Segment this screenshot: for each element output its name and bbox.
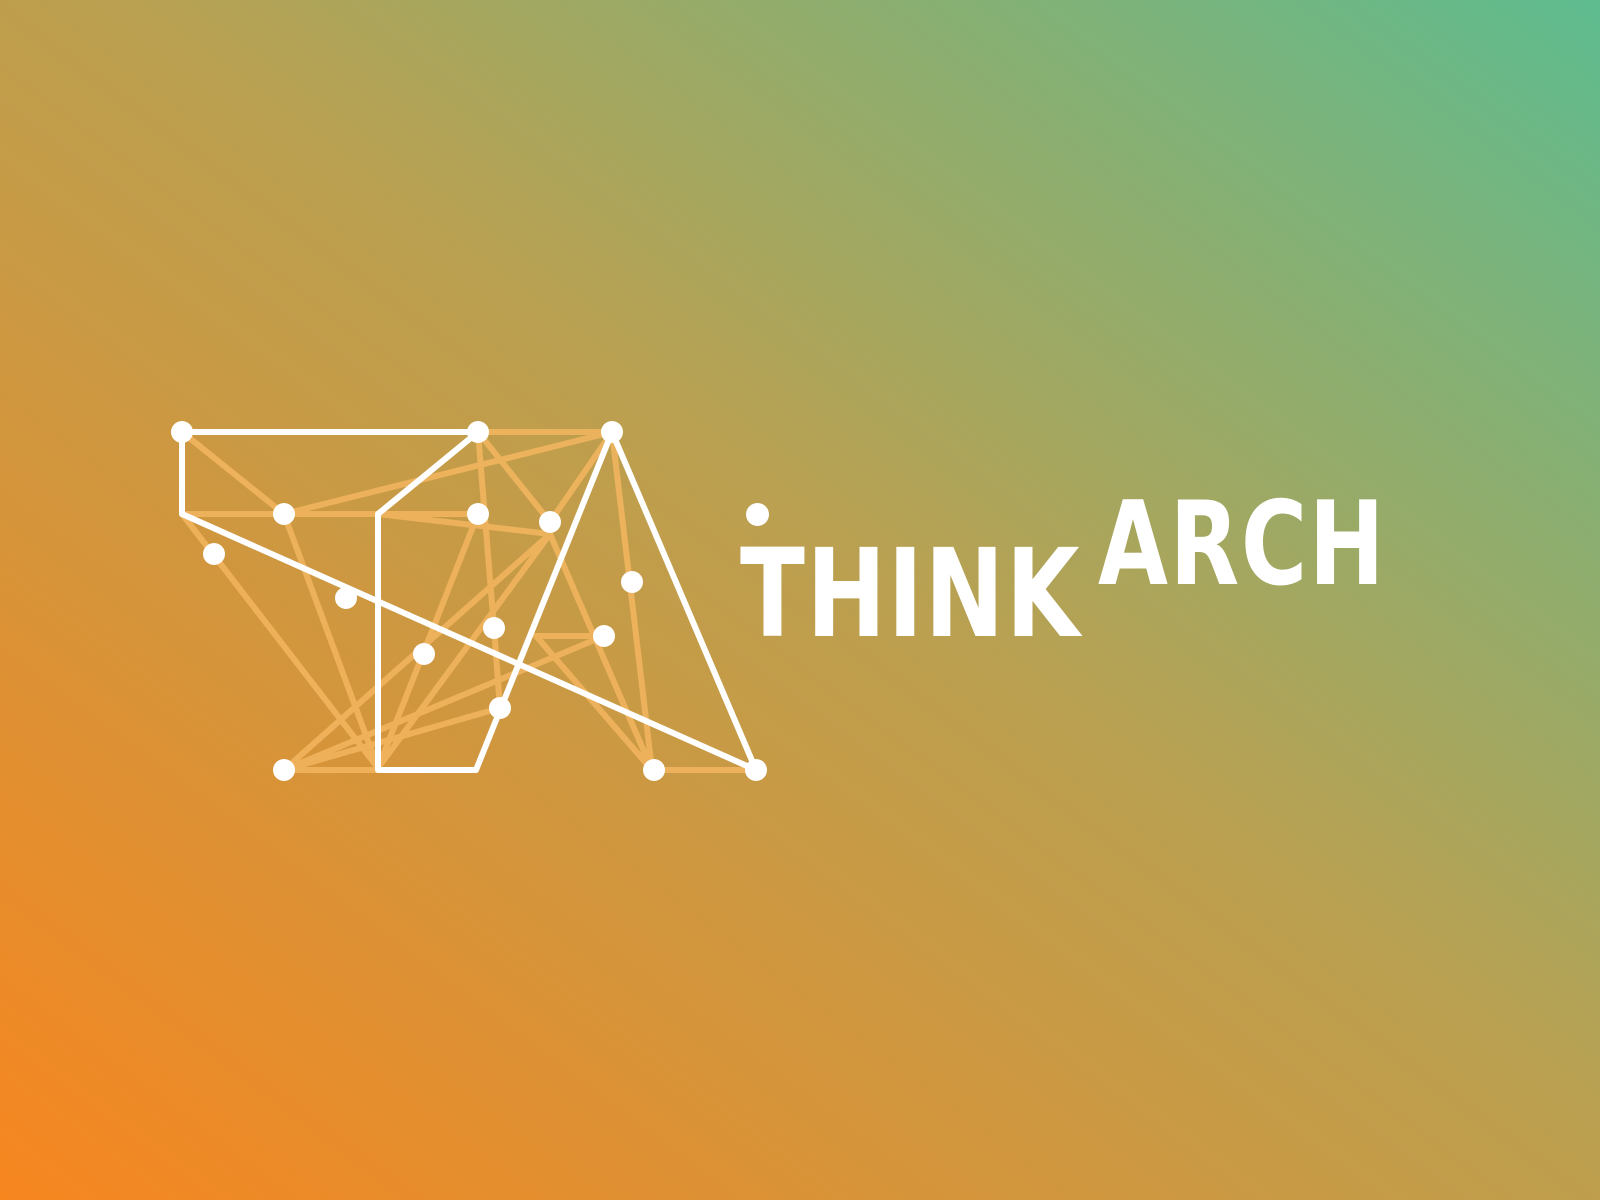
word-arch: ARCH xyxy=(1098,477,1387,612)
logo-secondary-lines xyxy=(179,429,759,773)
wordmark: THINK ARCH xyxy=(740,477,1440,656)
logo-nodes xyxy=(171,421,767,781)
word-think: THINK xyxy=(740,523,1082,665)
dot-icon xyxy=(746,503,769,526)
